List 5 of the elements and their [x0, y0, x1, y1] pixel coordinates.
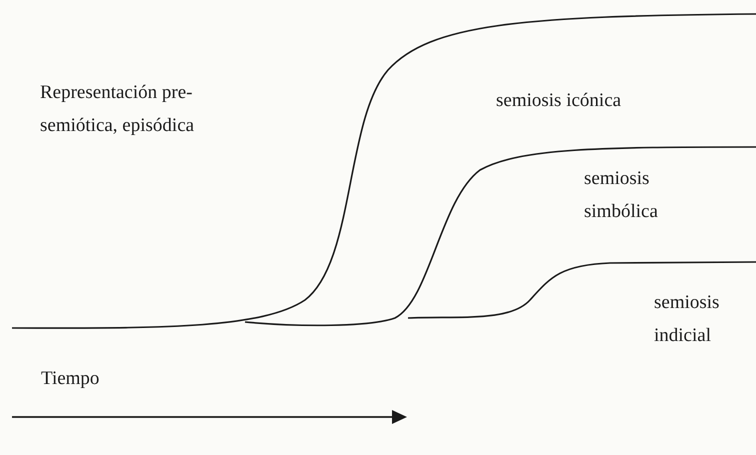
curve-label: semiosis simbólica	[584, 167, 659, 224]
curve-label: semiosis icónica	[496, 89, 622, 113]
curve-label: Representación pre-semiótica, episódica	[40, 81, 196, 138]
curve-label: semiosis indicial	[654, 291, 720, 348]
curve-label: Tiempo	[41, 367, 100, 391]
